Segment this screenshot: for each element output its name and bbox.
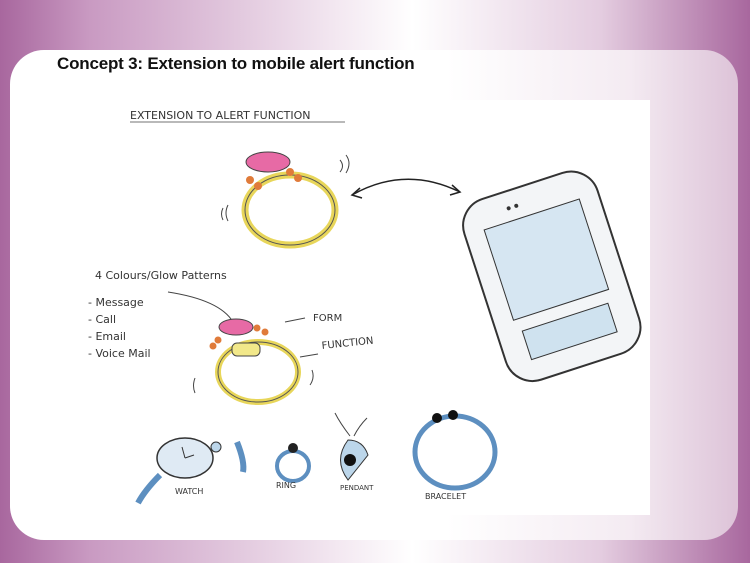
form-label: FORM (313, 313, 342, 324)
function-label: FUNCTION (321, 336, 374, 352)
link-arrow-icon (351, 178, 461, 196)
product-ring: RING (276, 481, 296, 490)
watch-icon (135, 437, 247, 505)
ring-exploded-icon (193, 318, 314, 405)
bracelet-icon (412, 410, 498, 491)
alert-email: - Email (88, 330, 126, 343)
product-pendant: PENDANT (340, 484, 374, 492)
ring-product-icon (275, 443, 311, 483)
ring-top-icon (221, 151, 350, 249)
alert-voice-mail: - Voice Mail (88, 347, 151, 360)
glow-patterns-note: 4 Colours/Glow Patterns (95, 269, 227, 282)
product-watch: WATCH (175, 487, 203, 496)
slide-title: Concept 3: Extension to mobile alert fun… (57, 54, 415, 73)
alert-message: - Message (88, 296, 144, 309)
product-bracelet: BRACELET (425, 492, 466, 501)
alert-call: - Call (88, 313, 116, 326)
mobile-phone-icon (462, 170, 642, 382)
pendant-icon (334, 412, 369, 481)
sketch-heading: EXTENSION TO ALERT FUNCTION (130, 109, 310, 122)
